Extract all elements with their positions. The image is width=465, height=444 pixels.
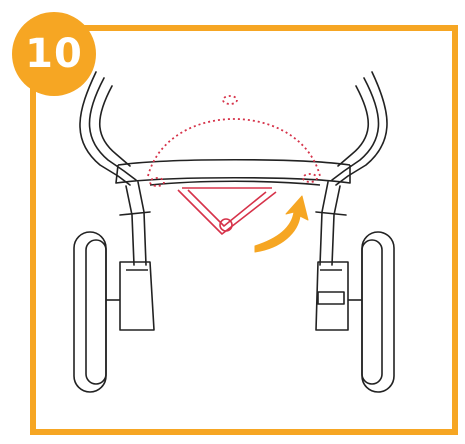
crossbar	[115, 158, 351, 186]
instruction-frame	[30, 25, 458, 435]
v-strap	[177, 187, 277, 235]
rotate-arrow	[254, 195, 309, 253]
left-frame	[79, 71, 151, 266]
step-badge: 10	[12, 12, 96, 96]
fold-arc-dotted	[147, 95, 321, 187]
right-frame	[315, 71, 388, 266]
right-wheel	[315, 231, 395, 393]
step-number: 10	[25, 31, 83, 77]
left-wheel	[73, 231, 155, 393]
